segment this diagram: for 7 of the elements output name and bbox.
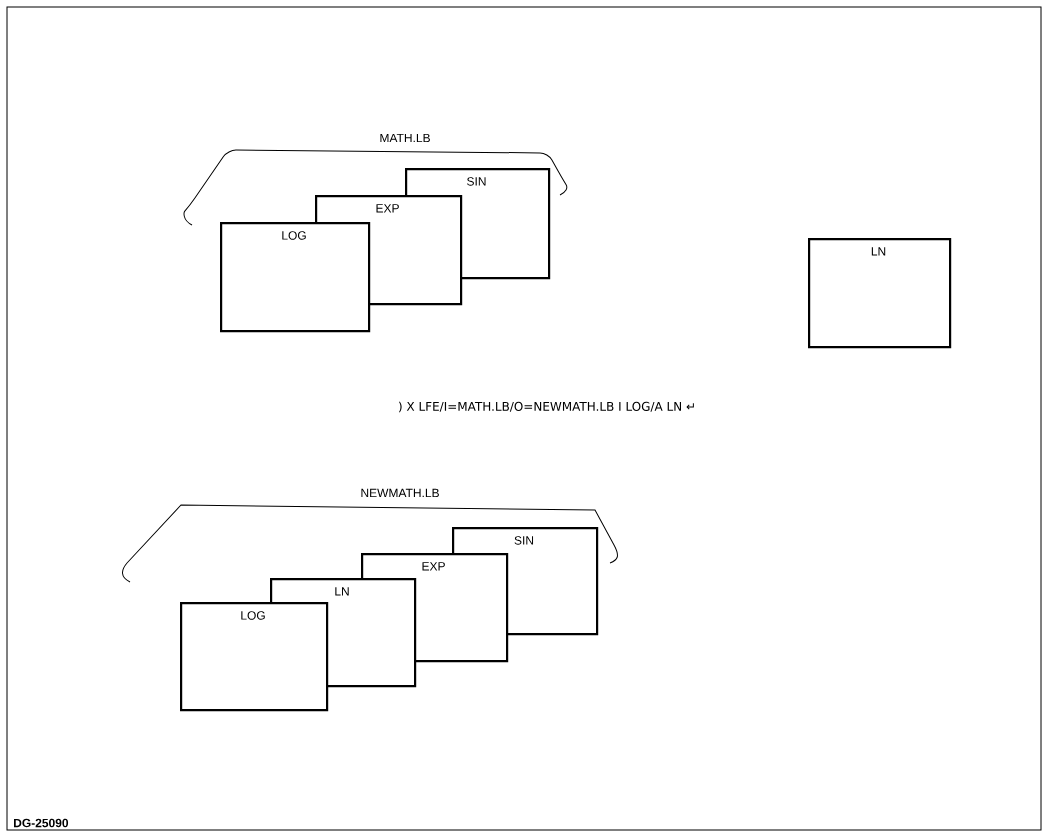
library-name: MATH.LB [380,133,430,143]
library-name: NEWMATH.LB [361,488,439,498]
command-line: ) X LFE/I=MATH.LB/O=NEWMATH.LB I LOG/A LN ↵ [398,401,694,413]
figure-number: DG-25090 [14,818,69,828]
module-box: LOG [180,602,329,712]
module-box: LN [808,238,952,349]
module-box: LOG [220,222,371,333]
